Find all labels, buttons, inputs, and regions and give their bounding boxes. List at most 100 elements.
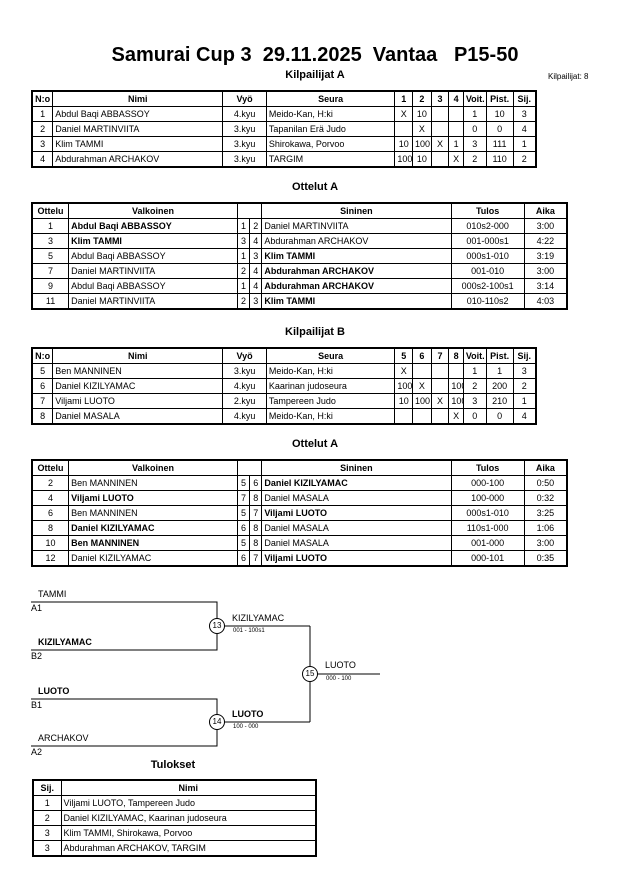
table-cell: Daniel MASALA: [52, 408, 224, 425]
results-header: Sij.Nimi: [32, 779, 317, 796]
result-place: 2: [32, 810, 62, 826]
table-cell: 1: [512, 393, 537, 409]
table-cell: 10: [412, 151, 432, 168]
table-cell: [430, 151, 450, 168]
match-time: 0:35: [523, 550, 568, 567]
table-cell: 10: [394, 393, 414, 409]
table-cell: X: [430, 136, 450, 152]
seed-4-pos: A2: [31, 747, 43, 757]
table-cell: 1: [512, 136, 537, 152]
table-cell: Meido-Kan, H:ki: [265, 408, 396, 425]
white-number: 5: [236, 535, 251, 551]
white-number: 6: [236, 550, 251, 567]
match-time: 3:14: [523, 278, 568, 294]
match-number: 10: [31, 535, 70, 551]
blue-number: 8: [249, 535, 263, 551]
column-header: Sij.: [512, 90, 537, 107]
match-15-winner: LUOTO: [325, 660, 356, 670]
column-header: Nimi: [60, 779, 317, 796]
result-name: Abdurahman ARCHAKOV, TARGIM: [60, 840, 317, 857]
table-cell: 2.kyu: [222, 393, 267, 409]
table-cell: [412, 408, 432, 425]
table-cell: 4: [512, 121, 537, 137]
table-cell: X: [430, 393, 450, 409]
table-cell: 111: [485, 136, 514, 152]
matches-a-title: Ottelut A: [291, 181, 339, 193]
seed-1-name: TAMMI: [38, 589, 67, 599]
table-cell: 3.kyu: [222, 151, 267, 168]
competitors-b-title: Kilpailijat B: [285, 326, 345, 338]
table-cell: 0: [485, 408, 514, 425]
competitor-count: Kilpailijat: 8: [548, 72, 589, 81]
seed-3-pos: B1: [31, 700, 43, 710]
table-cell: 4: [512, 408, 537, 425]
table-cell: Shirokawa, Porvoo: [265, 136, 396, 152]
results-title: Tulokset: [150, 759, 196, 771]
table-cell: Tampereen Judo: [265, 393, 396, 409]
table-cell: 4.kyu: [222, 408, 267, 425]
table-cell: 2: [512, 151, 537, 168]
table-cell: TARGIM: [265, 151, 396, 168]
table-cell: 210: [485, 393, 514, 409]
table-cell: 100: [412, 393, 432, 409]
table-cell: 100: [412, 136, 432, 152]
seed-4-name: ARCHAKOV: [38, 733, 89, 743]
table-cell: 1: [485, 363, 514, 379]
white-number: 2: [236, 293, 251, 310]
seed-2-name: KIZILYAMAC: [38, 637, 92, 647]
page-title: Samurai Cup 3 29.11.2025 Vantaa P15-50: [111, 44, 519, 66]
result-name: Daniel KIZILYAMAC, Kaarinan judoseura: [60, 810, 317, 826]
table-cell: X: [448, 408, 464, 425]
match-number: 11: [31, 293, 70, 310]
blue-number: 6: [249, 475, 263, 491]
match-15-score: 000 - 100: [326, 676, 352, 682]
competitors-a-title: Kilpailijat A: [285, 69, 345, 81]
match-13-winner: KIZILYAMAC: [232, 613, 285, 623]
match-13-score: 001 - 100s1: [233, 628, 265, 634]
match-time: 4:03: [523, 293, 568, 310]
blue-number: 4: [249, 278, 263, 294]
match-result: 010-110s2: [450, 293, 525, 310]
match-result: 001-000: [450, 535, 525, 551]
column-header: Sij.: [32, 779, 62, 796]
table-cell: 110: [485, 151, 514, 168]
match-14-number: 14: [209, 714, 225, 730]
match-time: 3:00: [523, 535, 568, 551]
white-competitor: Daniel KIZILYAMAC: [68, 550, 238, 567]
result-place: 1: [32, 795, 62, 811]
result-name: Viljami LUOTO, Tampereen Judo: [60, 795, 317, 811]
match-13-number: 13: [209, 618, 225, 634]
table-cell: Viljami LUOTO: [52, 393, 224, 409]
blue-number: 2: [249, 218, 263, 234]
table-cell: Klim TAMMI: [52, 136, 224, 152]
match-15-number: 15: [302, 666, 318, 682]
result-place: 3: [32, 840, 62, 857]
result-name: Klim TAMMI, Shirokawa, Porvoo: [60, 825, 317, 841]
table-cell: [430, 408, 450, 425]
seed-2-pos: B2: [31, 651, 43, 661]
table-cell: 10: [394, 136, 414, 152]
blue-number: 7: [249, 550, 263, 567]
table-cell: X: [412, 378, 432, 394]
